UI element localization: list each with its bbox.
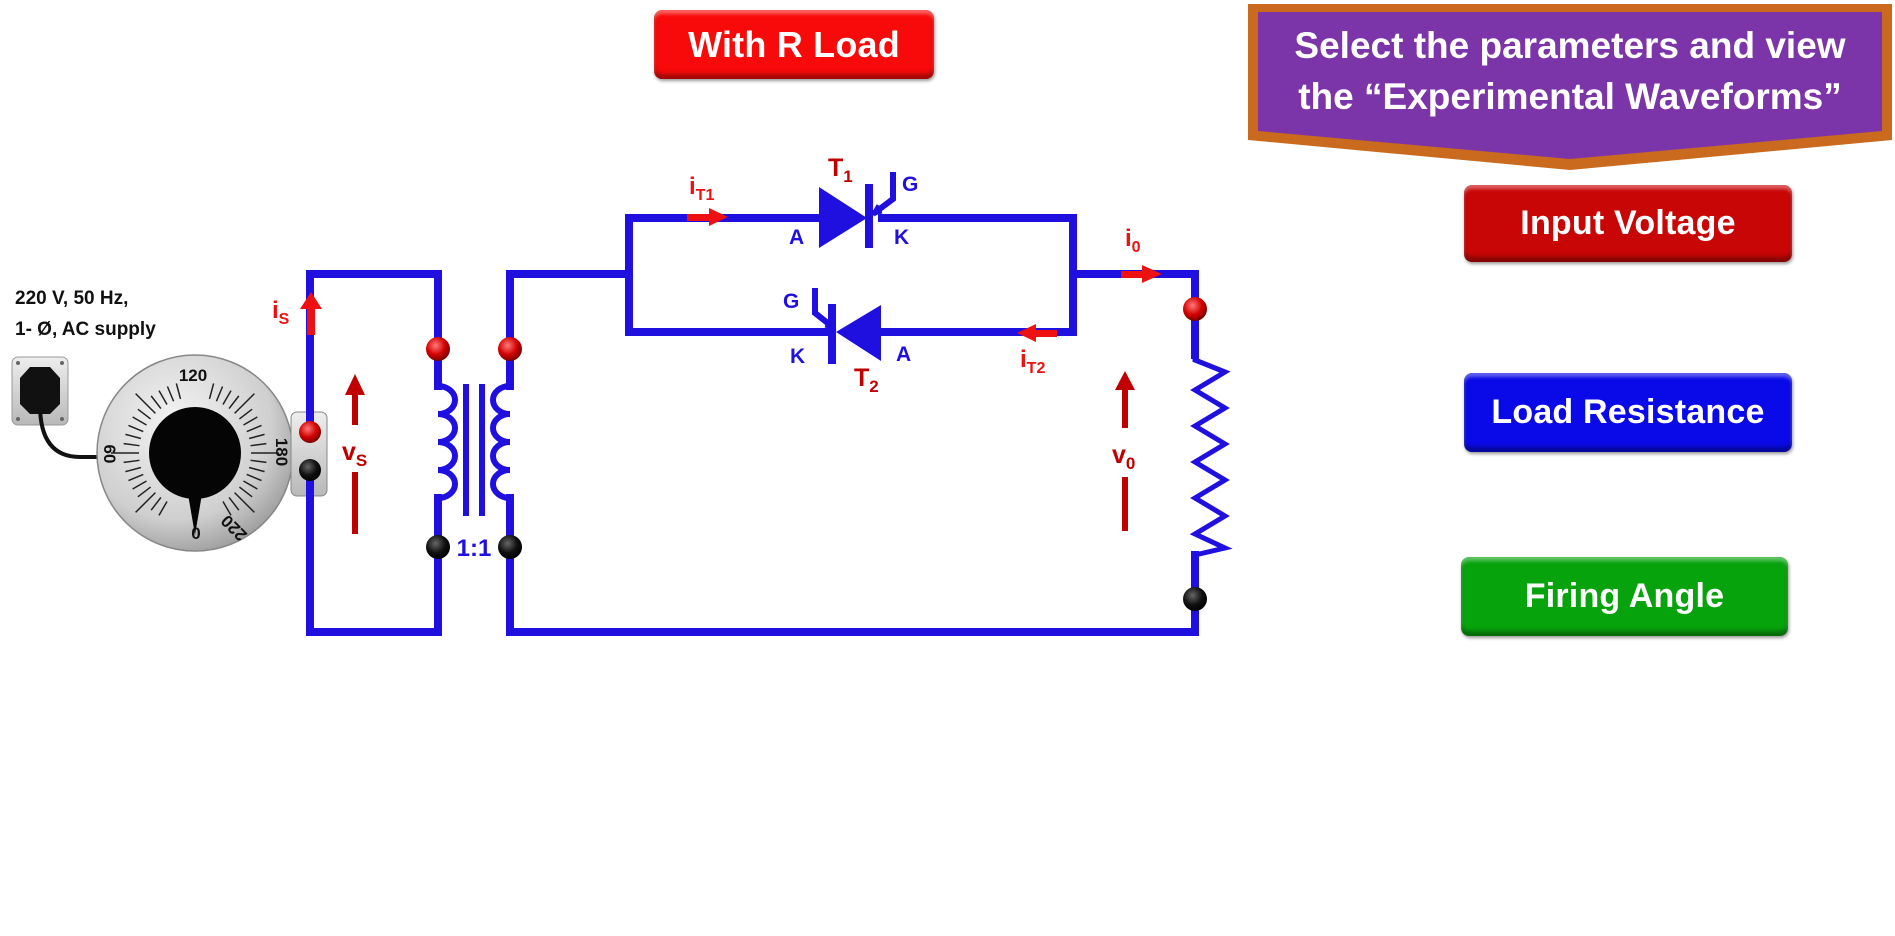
thyristor-t2-icon bbox=[812, 288, 881, 364]
instruction-line1: Select the parameters and view bbox=[1294, 25, 1846, 66]
arrow-is-icon bbox=[300, 292, 322, 335]
dial-tick bbox=[243, 480, 258, 490]
dial-tick bbox=[175, 383, 182, 400]
label-t2-cathode: K bbox=[790, 345, 805, 368]
supply-label: 220 V, 50 Hz, 1- Ø, AC supply bbox=[15, 283, 156, 345]
dial-tick bbox=[128, 473, 144, 482]
dial-tick bbox=[158, 390, 168, 405]
terminal-red bbox=[426, 337, 450, 361]
dial-tick bbox=[238, 486, 253, 498]
arrow-vs-icon bbox=[345, 374, 365, 534]
dial-tick bbox=[132, 416, 147, 426]
dial-tick bbox=[246, 473, 262, 482]
dial-tick bbox=[228, 496, 240, 511]
dial-tick bbox=[208, 383, 215, 400]
arrow-vo-icon bbox=[1115, 371, 1135, 531]
dial-tick bbox=[234, 492, 255, 513]
dial-tick bbox=[135, 492, 156, 513]
dial-tick bbox=[135, 393, 156, 414]
dial-tick bbox=[123, 459, 140, 464]
wires bbox=[306, 214, 1199, 636]
input-voltage-button[interactable]: Input Voltage bbox=[1464, 185, 1792, 262]
resistor-icon bbox=[1189, 355, 1233, 558]
dial-label-120: 120 bbox=[179, 366, 207, 385]
dial-tick bbox=[137, 408, 152, 420]
dial-tick bbox=[137, 486, 152, 498]
wall-socket-icon bbox=[11, 356, 69, 426]
dial-tick bbox=[128, 424, 144, 433]
transformer-ratio: 1:1 bbox=[457, 535, 492, 562]
dial-tick bbox=[125, 433, 142, 440]
label-t1-cathode: K bbox=[894, 226, 909, 249]
label-t2-anode: A bbox=[896, 343, 911, 366]
load-resistance-button[interactable]: Load Resistance bbox=[1464, 373, 1792, 452]
dial-tick bbox=[150, 395, 162, 410]
voltage-arrows bbox=[345, 371, 1135, 534]
thyristor-t1-icon bbox=[819, 172, 896, 248]
dial-tick bbox=[246, 424, 262, 433]
label-io: i0 bbox=[1125, 225, 1141, 256]
dial-tick bbox=[158, 501, 168, 516]
firing-angle-button[interactable]: Firing Angle bbox=[1461, 557, 1788, 636]
variac-dial-icon[interactable]: 120 0 60 180 220 bbox=[96, 354, 294, 552]
dial-label-0: 0 bbox=[191, 524, 200, 543]
terminal-black bbox=[1183, 587, 1207, 611]
terminal-black bbox=[426, 535, 450, 559]
dial-tick bbox=[166, 386, 175, 402]
dial-tick bbox=[248, 433, 265, 440]
dial-tick bbox=[234, 393, 255, 414]
label-vo: v0 bbox=[1112, 441, 1135, 473]
terminal-red bbox=[1183, 297, 1207, 321]
transformer-icon bbox=[437, 383, 511, 516]
label-it1: iT1 bbox=[689, 173, 714, 204]
dial-tick bbox=[243, 416, 258, 426]
dial-tick bbox=[238, 408, 253, 420]
label-t2-gate: G bbox=[783, 290, 799, 313]
dial-tick bbox=[125, 466, 142, 473]
dial-tick bbox=[222, 501, 232, 516]
label-t1: T1 bbox=[828, 154, 853, 186]
instruction-text: Select the parameters and view the “Expe… bbox=[1258, 20, 1882, 122]
dial-tick bbox=[248, 466, 265, 473]
dial-tick bbox=[250, 442, 267, 447]
terminals bbox=[299, 297, 1207, 611]
label-vs: vS bbox=[342, 438, 367, 470]
load-mode-button[interactable]: With R Load bbox=[654, 10, 934, 79]
dial-tick bbox=[123, 442, 140, 447]
arrow-io-icon bbox=[1121, 265, 1162, 283]
dial-tick bbox=[228, 395, 240, 410]
label-t1-anode: A bbox=[789, 226, 804, 249]
instruction-line2: the “Experimental Waveforms” bbox=[1298, 76, 1842, 117]
dial-tick bbox=[132, 480, 147, 490]
power-cord bbox=[38, 404, 100, 459]
dial-tick bbox=[222, 390, 232, 405]
terminal-red bbox=[498, 337, 522, 361]
dial-label-180: 180 bbox=[272, 438, 291, 466]
terminal-black bbox=[299, 459, 321, 481]
arrow-it2-icon bbox=[1017, 324, 1057, 342]
dial-tick bbox=[215, 386, 224, 402]
instruction-banner bbox=[1248, 4, 1892, 170]
label-t2: T2 bbox=[854, 364, 879, 396]
label-it2: iT2 bbox=[1020, 346, 1045, 377]
supply-label-line1: 220 V, 50 Hz, bbox=[15, 288, 129, 309]
dial-label-60: 60 bbox=[100, 445, 119, 464]
label-t1-gate: G bbox=[902, 173, 918, 196]
terminal-red bbox=[299, 421, 321, 443]
terminal-black bbox=[498, 535, 522, 559]
current-arrows bbox=[300, 208, 1162, 342]
arrow-it1-icon bbox=[687, 208, 728, 226]
supply-label-line2: 1- Ø, AC supply bbox=[15, 319, 156, 340]
dial-tick bbox=[250, 459, 267, 464]
label-is: iS bbox=[272, 297, 290, 328]
dial-tick bbox=[150, 496, 162, 511]
